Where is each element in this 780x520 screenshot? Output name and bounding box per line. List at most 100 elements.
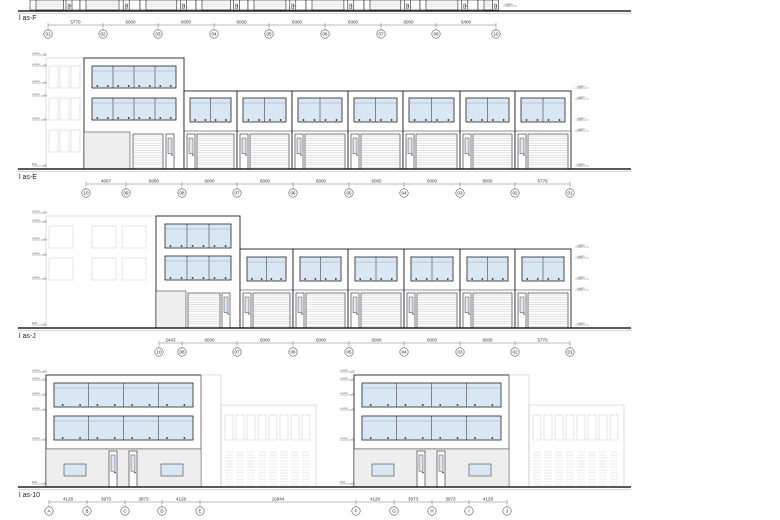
corner-building-window-middle-handle (213, 277, 216, 279)
j-right-level-label: +xxxx (577, 275, 585, 279)
j-grid-bubble (510, 347, 520, 357)
t-dim-value: 4128 (370, 497, 381, 502)
house-unit-window-handle (279, 119, 282, 121)
house-unit-window-handle (358, 119, 361, 121)
t-dim-value: 4128 (176, 497, 187, 502)
e-dim-value: 6000 (371, 179, 382, 184)
e-grid-bubble (565, 188, 575, 198)
e-right-level-label: +xxxx (577, 116, 585, 120)
f-grid-bubble (98, 29, 108, 39)
j-grid-bubble (154, 347, 164, 357)
f-grid-label: 01 (45, 32, 51, 37)
corner-building-window-upper-handle (106, 85, 109, 87)
f-grid-bubble (431, 29, 441, 39)
t-grid-bubble (389, 506, 399, 516)
f-dim-value: 6000 (292, 20, 303, 25)
j-dim-value: 6000 (371, 338, 382, 343)
t-left-level-marker (42, 437, 48, 441)
j-left-level-label: Peil (32, 321, 37, 325)
gable-left-rear-window (268, 414, 278, 441)
j-left-level-marker (42, 276, 48, 280)
house-unit-garage-door (472, 133, 513, 170)
gable-right-window-upper-handle (421, 404, 424, 406)
house-unit-window-handle (558, 119, 561, 121)
t-dim-value: 3973 (445, 497, 456, 502)
corner-building-garage-door (187, 292, 221, 329)
t-dim-value: 3973 (101, 497, 112, 502)
t-mid-level-marker (350, 437, 356, 441)
e-grid-bubble (288, 188, 298, 198)
gable-left-window-middle-handle (166, 437, 168, 439)
gable-left-window-middle-handle (113, 437, 116, 439)
t-grid-bubble (82, 506, 92, 516)
e-dim-value: 6000 (260, 179, 271, 184)
j-grid-label: 05 (346, 350, 352, 355)
e-dim-value: 5770 (537, 179, 548, 184)
e-grid-bubble (81, 188, 91, 198)
gable-left-entry-door-left-glass (110, 454, 116, 472)
corner-building-window-middle-handle (191, 277, 194, 279)
corner-building-window-upper-handle (127, 85, 130, 87)
j-left-level-label: +xxxx (32, 209, 40, 213)
house-unit-entry-door-handle (356, 313, 358, 315)
gable-right-window-middle-handle (404, 437, 407, 439)
j-grid-label: 10 (156, 350, 162, 355)
house-unit-entry-door-handle (523, 313, 525, 315)
house-unit-window-handle (369, 278, 372, 280)
j-right-level-marker (577, 244, 583, 248)
elevation-as-f-title: l as-F (19, 15, 37, 22)
house-unit-window-handle (415, 278, 418, 280)
corner-building-window-middle-handle (106, 117, 109, 119)
t-grid-label: G (392, 509, 396, 514)
gable-left-window-middle-handle (61, 437, 64, 439)
gable-left-window-middle-handle (79, 437, 81, 439)
house-unit-garage-door (415, 133, 458, 170)
e-right-level-marker (577, 163, 583, 167)
house-unit-window-handle (260, 278, 263, 280)
gable-right-rear-window (565, 414, 575, 441)
corner-building-window-upper-handle (169, 85, 172, 87)
f-level-label: +xxxx (505, 2, 513, 6)
gable-left-window-upper-handle (96, 404, 99, 406)
gable-left-window-upper-handle (148, 404, 151, 406)
house-unit-entry-door-handle (523, 154, 525, 156)
e-dim-value: 6090 (149, 179, 160, 184)
corner-building-window-upper-handle (191, 245, 194, 247)
background-window (59, 129, 70, 153)
t-grid-label: D (160, 509, 164, 514)
background-window (48, 257, 74, 281)
house-unit-entry-door-handle (412, 313, 414, 315)
gable-left-window-middle-handle (183, 437, 186, 439)
e-grid-bubble (510, 188, 520, 198)
f-grid-label: 02 (100, 32, 106, 37)
corner-building-window-upper-handle (213, 245, 216, 247)
corner-building-plinth (155, 290, 187, 329)
e-grid-bubble (121, 188, 131, 198)
j-grid-label: 03 (457, 350, 463, 355)
t-grid-label: F (355, 509, 358, 514)
house-unit-garage-door (196, 133, 235, 170)
t-mid-level-label: Peil (340, 480, 345, 484)
corner-building-window-middle (164, 255, 232, 281)
j-right-level-marker (577, 287, 583, 291)
e-dim-value: 6000 (427, 179, 438, 184)
gable-right-window-middle-handle (456, 437, 459, 439)
e-grid-label: 07 (234, 191, 240, 196)
garage-door (425, 0, 459, 11)
t-mid-level-label: +xxxx (340, 436, 348, 440)
e-left-level-marker (42, 117, 48, 121)
house-unit-entry-door-glass (297, 296, 303, 313)
t-grid-label: A (47, 509, 50, 514)
house-unit-garage-door (360, 292, 402, 329)
t-left-level-marker (42, 392, 48, 396)
t-mid-level-label: +xxxx (340, 376, 348, 380)
t-grid-label: C (123, 509, 127, 514)
gable-left-rear-window (257, 414, 267, 441)
entry-door-handle (407, 5, 410, 7)
f-grid-label: 05 (266, 32, 272, 37)
